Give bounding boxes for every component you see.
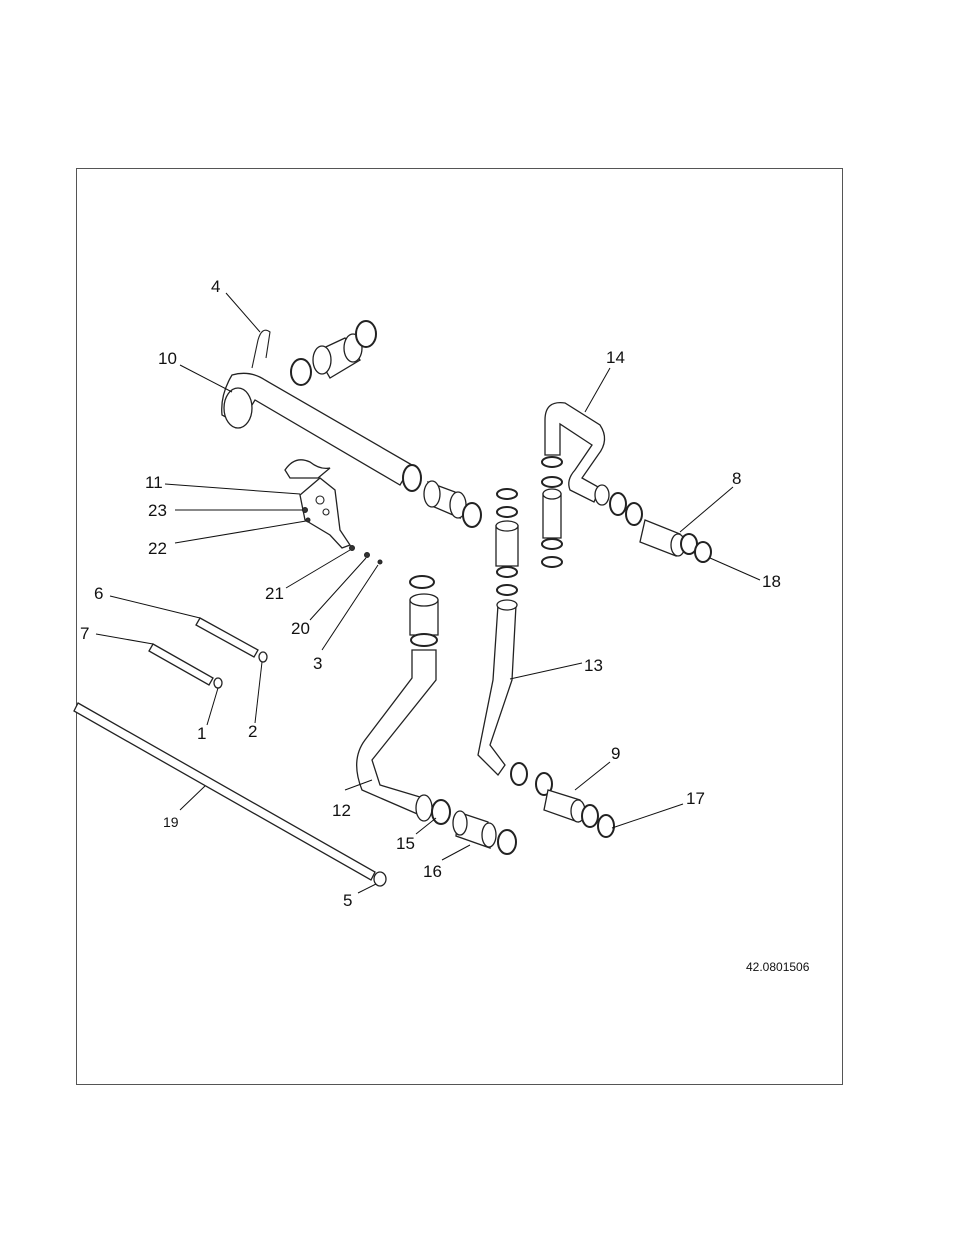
part-6-rod [195,617,268,663]
callout-23: 23 [148,501,167,520]
callout-22: 22 [148,539,167,558]
part-4-u-bolt [251,329,271,369]
callout-18: 18 [762,572,781,591]
part-14-pipe [541,401,643,568]
part-12-pipe [356,575,451,825]
callout-12: 12 [332,801,351,820]
callout-1: 1 [197,724,207,743]
diagram-frame [76,168,843,1085]
part-9-hose [543,789,615,838]
callout-7: 7 [80,624,90,643]
part-10-pipe [221,372,413,486]
callout-4: 4 [211,277,221,296]
callout-3: 3 [313,654,323,673]
part-8-hose [639,519,712,563]
coupler-10-end [402,464,482,528]
callout-8: 8 [732,469,742,488]
callout-13: 13 [584,656,603,675]
callout-15: 15 [396,834,415,853]
callout-6: 6 [94,584,104,603]
part-13-pipe [477,488,553,796]
callout-5: 5 [343,891,353,910]
callout-16: 16 [423,862,442,881]
callout-20: 20 [291,619,310,638]
callout-14: 14 [606,348,625,367]
callout-2: 2 [248,722,258,741]
part-11-bracket [284,459,383,565]
callout-21: 21 [265,584,284,603]
callout-17: 17 [686,789,705,808]
part-7-rod [148,643,223,689]
callout-19: 19 [163,814,179,830]
callout-10: 10 [158,349,177,368]
coupler-upper [290,320,377,386]
callout-9: 9 [611,744,621,763]
part-19-rod [73,702,387,887]
callout-11: 11 [145,473,163,492]
leader-lines [95,292,761,894]
part-16-coupler [452,810,517,855]
figure-id: 42.0801506 [746,960,810,974]
